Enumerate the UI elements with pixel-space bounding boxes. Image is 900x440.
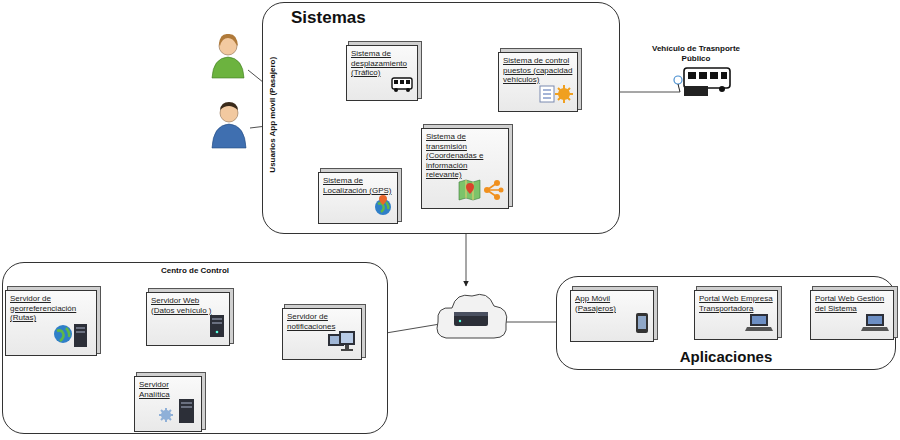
monitors-icon <box>327 330 357 356</box>
analytics-icon <box>157 398 197 428</box>
server-box: Portal Web Empresa Transportadora <box>694 290 778 340</box>
server-box: Sistema de desplazamiento (Tráfico) <box>346 45 418 101</box>
server-box: Servidor Analítica <box>134 376 202 432</box>
globe-icon <box>373 194 393 220</box>
vehicle-label: Vehículo de Trasnporte Público <box>648 44 744 63</box>
group-box: Aplicaciones App Móvil (Pasajeros) Portal … <box>556 276 896 370</box>
box-label: Sistema de control puestos (capacidad ve… <box>499 53 577 85</box>
bus-icon <box>391 77 413 97</box>
list-icon <box>539 84 573 108</box>
group-box: SistemasSistema de desplazamiento (Tráfi… <box>262 2 620 234</box>
person-icon <box>212 102 246 148</box>
vertical-label: Usuarios App móvil (Pasajero) <box>268 55 278 175</box>
server-box: Sistema de control puestos (capacidad ve… <box>498 52 578 112</box>
server-icon <box>209 314 225 342</box>
box-label: Servidor de notificaciones <box>283 309 361 331</box>
box-label: Sistema de transmisión (Coordenadas e in… <box>422 129 508 180</box>
geo-icon <box>52 322 92 352</box>
phone-icon <box>635 312 649 338</box>
box-label: App Móvil (Pasajeros) <box>571 291 653 313</box>
laptop-icon <box>745 312 773 336</box>
box-label: Portal Web Gestión del Sistema <box>811 291 893 313</box>
server-box: Portal Web Gestión del Sistema <box>810 290 894 340</box>
cloud-icon <box>437 294 507 338</box>
group-box: Centro de ControlServidor de georreferen… <box>2 262 388 434</box>
box-label: Portal Web Empresa Transportadora <box>695 291 777 313</box>
group-heading: Aplicaciones <box>557 348 895 365</box>
bus-icon <box>674 68 730 96</box>
person-icon <box>212 34 244 78</box>
group-heading: Centro de Control <box>3 266 387 275</box>
server-box: Servidor Web (Datos vehículo ) <box>146 292 230 346</box>
server-box: Servidor de georreferenciación (Rutas) <box>5 290 97 356</box>
box-label: Sistema de desplazamiento (Tráfico) <box>347 46 417 78</box>
box-label: Servidor Analítica <box>135 377 201 399</box>
box-label: Sistema de Localización (GPS) <box>319 173 397 195</box>
server-box: Servidor de notificaciones <box>282 308 362 360</box>
box-label: Servidor Web (Datos vehículo ) <box>147 293 229 315</box>
server-box: Sistema de transmisión (Coordenadas e in… <box>421 128 509 209</box>
box-label: Servidor de georreferenciación (Rutas) <box>6 291 96 323</box>
laptop-icon <box>861 312 889 336</box>
server-box: App Móvil (Pasajeros) <box>570 290 654 342</box>
group-heading: Sistemas <box>291 8 366 28</box>
map-icon <box>458 179 504 205</box>
server-box: Sistema de Localización (GPS) <box>318 172 398 224</box>
